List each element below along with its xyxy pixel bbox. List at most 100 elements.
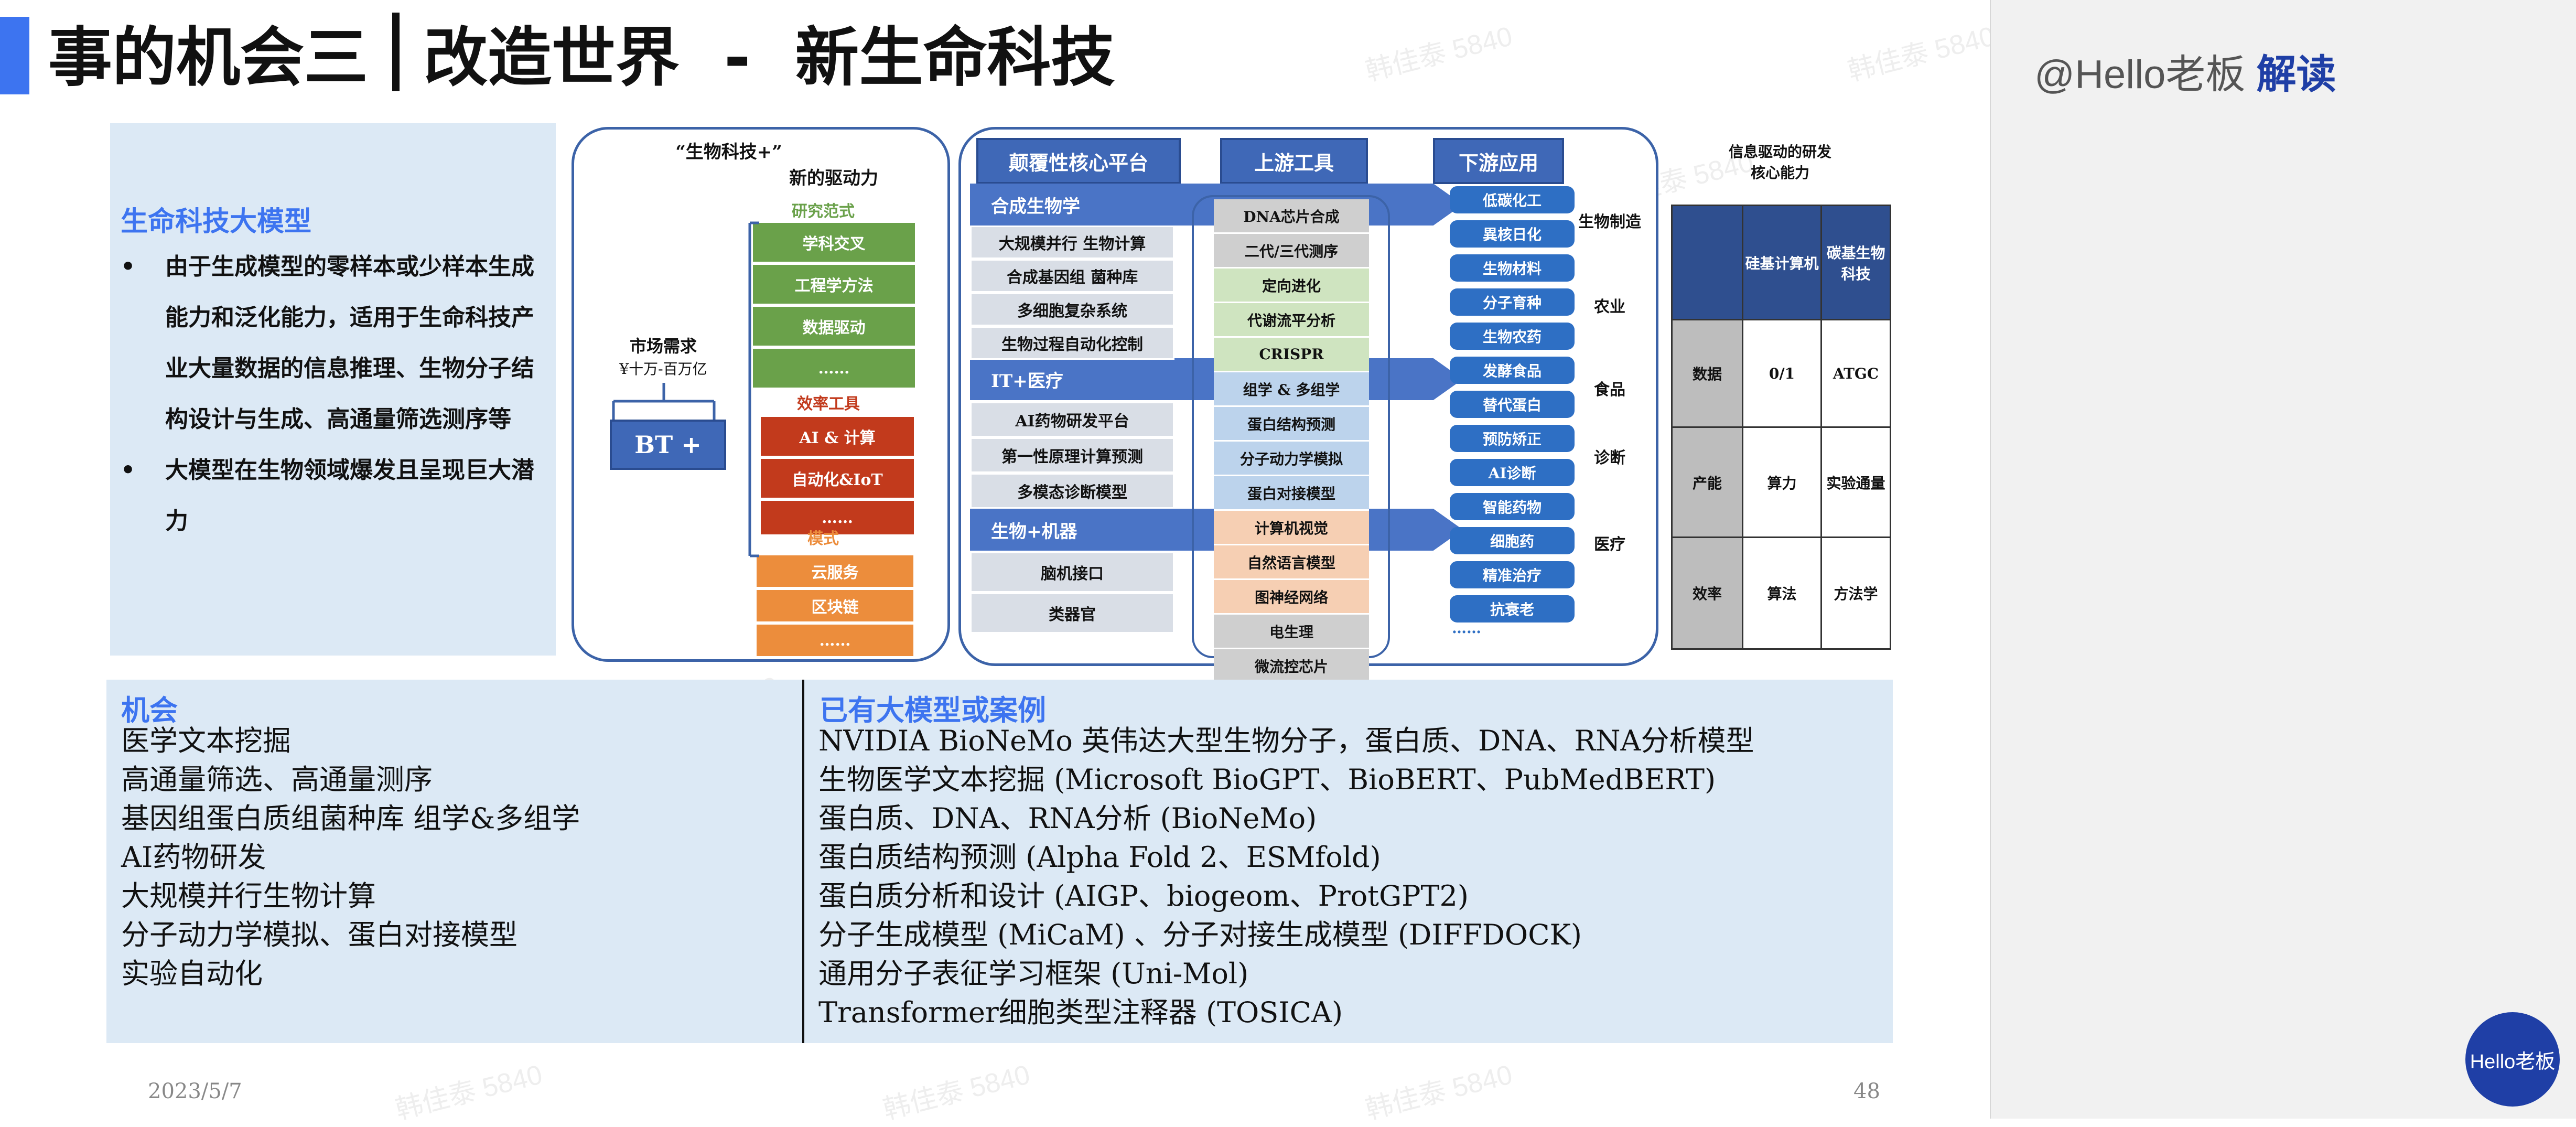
research-item: …… <box>751 347 917 389</box>
core-group-bio-machine: 脑机接口 类器官 <box>970 552 1174 634</box>
market-label: 市场需求 <box>629 336 697 356</box>
footer-date: 2023/5/7 <box>148 1079 242 1103</box>
sector-label: 医疗 <box>1594 535 1625 554</box>
upstream-item: 分子动力学模拟 <box>1214 442 1369 476</box>
watermark-text: 韩佳泰 5840 <box>1845 21 1998 87</box>
downstream-item: 预防矫正 <box>1450 425 1575 452</box>
opportunity-item: AI药物研发 <box>121 841 266 874</box>
watermark-text: 韩佳泰 5840 <box>1362 1059 1516 1125</box>
byline: @Hello老板 解读 <box>2034 42 2336 100</box>
opportunities-title: 机会 <box>121 693 178 727</box>
case-item: 生物医学文本挖掘 (Microsoft BioGPT、BioBERT、PubMe… <box>818 763 1716 796</box>
downstream-item: 生物材料 <box>1450 254 1575 282</box>
table-title-2: 核心能力 <box>1750 164 1809 181</box>
core-item: 第一性原理计算预测 <box>970 437 1174 473</box>
comparison-table: 硅基计算机 碳基生物科技 数据 0/1 ATGC 产能 算力 实验通量 效率 算… <box>1671 205 1891 650</box>
core-item: 合成基因组 菌种库 <box>970 259 1174 293</box>
table-title-1: 信息驱动的研发 <box>1728 143 1831 160</box>
research-label: 研究范式 <box>792 202 855 221</box>
brand-badge: Hello老板 <box>2465 1012 2560 1107</box>
table-cell: 方法学 <box>1820 536 1891 650</box>
table-cell: 算法 <box>1742 536 1822 650</box>
core-item: 脑机接口 <box>970 552 1174 593</box>
cases-box: 机会 医学文本挖掘 高通量筛选、高通量测序 基因组蛋白质组菌种库 组学&多组学 … <box>106 680 1893 1043</box>
downstream-item: 精准治疗 <box>1450 561 1575 588</box>
table-corner <box>1671 205 1743 320</box>
watermark: 韩佳泰 5840 <box>391 1053 546 1127</box>
downstream-item: 低碳化工 <box>1450 186 1575 213</box>
watermark-text: 韩佳泰 5840 <box>1362 21 1516 87</box>
mode-item: …… <box>755 623 915 658</box>
summary-bullet: 由于生成模型的零样本或少样本生成能力和泛化能力，适用于生命科技产业大量数据的信息… <box>121 241 545 445</box>
downstream-item: 发酵食品 <box>1450 357 1575 384</box>
summary-bullet: 大模型在生物领域爆发且呈现巨大潜力 <box>121 445 545 546</box>
opportunity-item: 基因组蛋白质组菌种库 组学&多组学 <box>121 802 580 835</box>
bt-plus-box: BT + <box>610 420 726 470</box>
sector-label: 食品 <box>1594 381 1625 399</box>
table-row-label: 产能 <box>1671 426 1743 538</box>
downstream-column: 低碳化工 異核日化 生物材料 分子育种 生物农药 发酵食品 替代蛋白 预防矫正 … <box>1450 186 1575 637</box>
header-upstream: 上游工具 <box>1220 138 1368 184</box>
opportunity-item: 实验自动化 <box>121 957 263 990</box>
table-row-label: 效率 <box>1671 536 1743 650</box>
page-title-left: 事的机会三 <box>48 20 368 95</box>
header-core-platform: 颠覆性核心平台 <box>976 138 1181 184</box>
downstream-item: 生物农药 <box>1450 323 1575 350</box>
summary-list: 由于生成模型的零样本或少样本生成能力和泛化能力，适用于生命科技产业大量数据的信息… <box>121 241 545 546</box>
table-cell: 0/1 <box>1742 319 1822 428</box>
downstream-item: 替代蛋白 <box>1450 391 1575 418</box>
upstream-item: 代谢流平分析 <box>1214 303 1369 338</box>
core-item: AI药物研发平台 <box>970 402 1174 437</box>
driver-title-1: “生物科技+” <box>675 142 782 163</box>
core-item: 大规模并行 生物计算 <box>970 226 1174 259</box>
tools-item: AI & 计算 <box>759 415 915 457</box>
watermark: 韩佳泰 5840 <box>1361 14 1516 89</box>
brand-badge-text: Hello老板 <box>2470 1050 2556 1073</box>
case-item: 分子生成模型 (MiCaM) 、分子对接生成模型 (DIFFDOCK) <box>818 918 1582 951</box>
table-col-header: 硅基计算机 <box>1742 205 1822 320</box>
upstream-item: 图神经网络 <box>1214 580 1369 615</box>
watermark-text: 韩佳泰 5840 <box>880 1059 1033 1125</box>
summary-heading: 生命科技大模型 <box>121 206 312 238</box>
cases-list: NVIDIA BioNeMo 英伟达大型生物分子，蛋白质、DNA、RNA分析模型… <box>818 722 1754 1032</box>
title-accent-bar <box>0 17 29 94</box>
upstream-item: 电生理 <box>1214 615 1369 649</box>
core-item: 多模态诊断模型 <box>970 473 1174 509</box>
tools-stack: AI & 计算 自动化&IoT …… <box>759 415 915 536</box>
sector-label: 生物制造 <box>1578 213 1641 231</box>
sector-label: 诊断 <box>1594 449 1625 467</box>
market-value: ¥十万-百万亿 <box>619 360 707 378</box>
sector-label: 农业 <box>1594 298 1625 316</box>
side-panel <box>1990 0 2576 1119</box>
downstream-item: 细胞药 <box>1450 527 1575 554</box>
cases-divider <box>802 680 804 1043</box>
cases-title: 已有大模型或案例 <box>820 693 1046 727</box>
header-downstream: 下游应用 <box>1433 138 1564 184</box>
downstream-item: 分子育种 <box>1450 288 1575 316</box>
downstream-item: 智能药物 <box>1450 493 1575 520</box>
upstream-item: 自然语言模型 <box>1214 545 1369 580</box>
driver-title-2: 新的驱动力 <box>789 168 878 189</box>
opportunity-item: 高通量筛选、高通量测序 <box>121 763 433 796</box>
opportunity-item: 分子动力学模拟、蛋白对接模型 <box>121 918 518 951</box>
upstream-item: 组学 & 多组学 <box>1214 372 1369 407</box>
upstream-item: 微流控芯片 <box>1214 649 1369 684</box>
downstream-more: …… <box>1452 619 1481 637</box>
case-item: 通用分子表征学习框架 (Uni-Mol) <box>818 957 1249 990</box>
watermark: 韩佳泰 5840 <box>878 1053 1033 1127</box>
case-item: NVIDIA BioNeMo 英伟达大型生物分子，蛋白质、DNA、RNA分析模型 <box>818 724 1754 757</box>
core-group-it-medical: AI药物研发平台 第一性原理计算预测 多模态诊断模型 <box>970 402 1174 509</box>
downstream-item: 抗衰老 <box>1450 595 1575 622</box>
upstream-item: DNA芯片合成 <box>1214 199 1369 234</box>
summary-box: 生命科技大模型 由于生成模型的零样本或少样本生成能力和泛化能力，适用于生命科技产… <box>110 123 556 656</box>
opportunity-item: 大规模并行生物计算 <box>121 879 376 913</box>
opportunities-list: 医学文本挖掘 高通量筛选、高通量测序 基因组蛋白质组菌种库 组学&多组学 AI药… <box>121 722 580 993</box>
watermark: 韩佳泰 5840 <box>1361 1053 1516 1127</box>
byline-prefix: @Hello老板 <box>2034 52 2246 97</box>
page-title: 事的机会三 改造世界 - 新生命科技 <box>48 7 1115 96</box>
core-item: 生物过程自动化控制 <box>970 326 1174 360</box>
upstream-item: CRISPR <box>1214 338 1369 372</box>
core-group-synbio: 大规模并行 生物计算 合成基因组 菌种库 多细胞复杂系统 生物过程自动化控制 <box>970 226 1174 360</box>
research-item: 数据驱动 <box>751 305 917 347</box>
core-item: 类器官 <box>970 593 1174 634</box>
